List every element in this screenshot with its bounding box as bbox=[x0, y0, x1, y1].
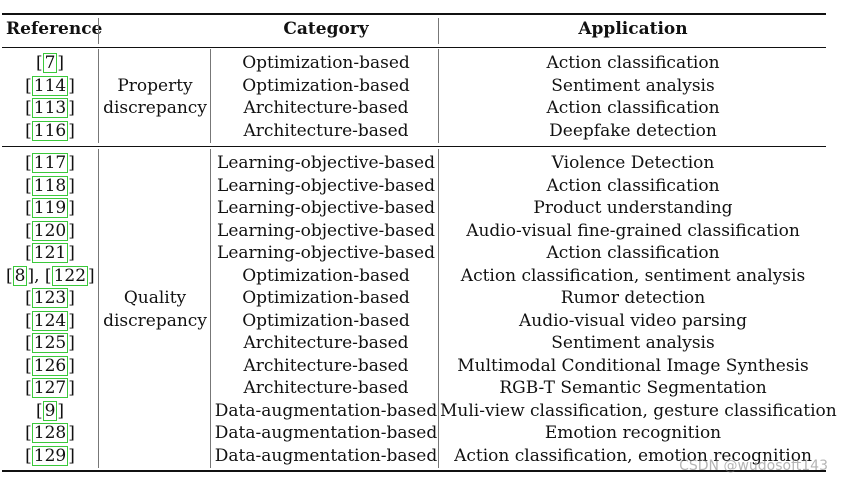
reference-cell: [118] bbox=[25, 175, 75, 196]
reference-cell: [114] bbox=[25, 75, 75, 96]
application-cell: Rumor detection bbox=[560, 288, 706, 308]
reference-cell: [7] bbox=[35, 53, 65, 73]
category-method-cell: Data-augmentation-based bbox=[214, 400, 438, 421]
category-method-cell: Optimization-based bbox=[242, 288, 410, 308]
citation-link[interactable]: 123 bbox=[31, 288, 69, 308]
citation-link[interactable]: 116 bbox=[31, 120, 69, 141]
reference-cell: [129] bbox=[25, 445, 75, 466]
category-method-cell: Architecture-based bbox=[243, 378, 409, 398]
reference-cell: [125] bbox=[25, 333, 75, 353]
header-sep-2 bbox=[438, 18, 439, 44]
application-cell: RGB-T Semantic Segmentation bbox=[499, 378, 767, 398]
reference-cell: [117] bbox=[25, 153, 75, 173]
application-cell: Action classification bbox=[546, 243, 720, 263]
reference-cell: [128] bbox=[25, 423, 75, 443]
header-rule bbox=[2, 47, 826, 48]
category-method-cell: Learning-objective-based bbox=[217, 153, 435, 173]
citation-link[interactable]: 8 bbox=[12, 265, 28, 286]
category-method-cell: Optimization-based bbox=[242, 75, 410, 96]
group-label-line2: discrepancy bbox=[103, 310, 207, 331]
application-cell: Action classification bbox=[546, 53, 720, 73]
ref-col-divider bbox=[98, 49, 99, 143]
reference-cell: [127] bbox=[25, 378, 75, 398]
category-method-cell: Learning-objective-based bbox=[217, 243, 435, 263]
reference-cell: [113] bbox=[25, 98, 75, 118]
category-method-cell: Optimization-based bbox=[242, 265, 410, 286]
application-cell: Action classification, emotion recogniti… bbox=[454, 445, 812, 466]
application-cell: Muli-view classification, gesture classi… bbox=[440, 400, 837, 421]
reference-cell: [126] bbox=[25, 355, 75, 376]
citation-link[interactable]: 126 bbox=[31, 355, 69, 376]
category-col-divider bbox=[210, 49, 211, 143]
category-method-cell: Optimization-based bbox=[242, 53, 410, 73]
reference-cell: [120] bbox=[25, 220, 75, 241]
header-application: Application bbox=[578, 19, 688, 39]
header-reference: Reference bbox=[6, 19, 103, 39]
reference-cell: [9] bbox=[35, 400, 65, 421]
group-label-line1: Quality bbox=[123, 288, 187, 308]
application-cell: Emotion recognition bbox=[544, 423, 722, 443]
citation-link[interactable]: 125 bbox=[31, 333, 69, 353]
top-rule bbox=[2, 13, 826, 15]
citation-link[interactable]: 7 bbox=[42, 53, 58, 73]
watermark: CSDN @wudosoft143 bbox=[679, 458, 828, 474]
application-cell: Action classification, sentiment analysi… bbox=[460, 265, 806, 286]
reference-cell: [123] bbox=[25, 288, 75, 308]
category-method-cell: Data-augmentation-based bbox=[214, 423, 438, 443]
application-cell: Sentiment analysis bbox=[551, 333, 715, 353]
application-cell: Violence Detection bbox=[551, 153, 715, 173]
application-cell: Sentiment analysis bbox=[551, 75, 715, 96]
reference-cell: [8], [122] bbox=[6, 265, 95, 286]
category-method-cell: Data-augmentation-based bbox=[214, 445, 438, 466]
method-col-divider bbox=[438, 49, 439, 143]
citation-link[interactable]: 114 bbox=[31, 75, 69, 96]
category-col-divider bbox=[210, 149, 211, 468]
reference-cell: [121] bbox=[25, 243, 75, 263]
application-cell: Multimodal Conditional Image Synthesis bbox=[457, 355, 809, 376]
citation-link[interactable]: 9 bbox=[42, 400, 58, 421]
application-cell: Audio-visual fine-grained classification bbox=[466, 220, 800, 241]
application-cell: Product understanding bbox=[533, 198, 733, 218]
citation-link[interactable]: 128 bbox=[31, 423, 69, 443]
method-col-divider bbox=[438, 149, 439, 468]
citation-link[interactable]: 119 bbox=[31, 198, 69, 218]
citation-separator: , bbox=[34, 265, 45, 286]
citation-link[interactable]: 127 bbox=[31, 378, 69, 398]
bottom-rule bbox=[2, 470, 826, 472]
group-label-line2: discrepancy bbox=[103, 98, 207, 118]
group-separator-rule bbox=[2, 146, 826, 147]
application-cell: Deepfake detection bbox=[549, 120, 717, 141]
category-method-cell: Learning-objective-based bbox=[217, 198, 435, 218]
citation-link[interactable]: 124 bbox=[31, 310, 69, 331]
reference-cell: [116] bbox=[25, 120, 75, 141]
application-cell: Audio-visual video parsing bbox=[519, 310, 747, 331]
citation-link[interactable]: 120 bbox=[31, 220, 69, 241]
application-cell: Action classification bbox=[546, 98, 720, 118]
category-method-cell: Architecture-based bbox=[243, 120, 409, 141]
citation-link[interactable]: 118 bbox=[31, 175, 69, 196]
citation-link[interactable]: 121 bbox=[31, 243, 69, 263]
reference-cell: [124] bbox=[25, 310, 75, 331]
application-cell: Action classification bbox=[546, 175, 720, 196]
reference-cell: [119] bbox=[25, 198, 75, 218]
group-label-line1: Property bbox=[117, 75, 193, 96]
category-method-cell: Learning-objective-based bbox=[217, 175, 435, 196]
category-method-cell: Learning-objective-based bbox=[217, 220, 435, 241]
header-category: Category bbox=[283, 19, 369, 39]
citation-link[interactable]: 113 bbox=[31, 98, 69, 118]
category-method-cell: Architecture-based bbox=[243, 355, 409, 376]
citation-link[interactable]: 122 bbox=[51, 265, 89, 286]
citation-link[interactable]: 129 bbox=[31, 445, 69, 466]
category-method-cell: Architecture-based bbox=[243, 98, 409, 118]
category-method-cell: Optimization-based bbox=[242, 310, 410, 331]
citation-link[interactable]: 117 bbox=[31, 153, 69, 173]
header-sep-1 bbox=[98, 18, 99, 44]
ref-col-divider bbox=[98, 149, 99, 468]
category-method-cell: Architecture-based bbox=[243, 333, 409, 353]
